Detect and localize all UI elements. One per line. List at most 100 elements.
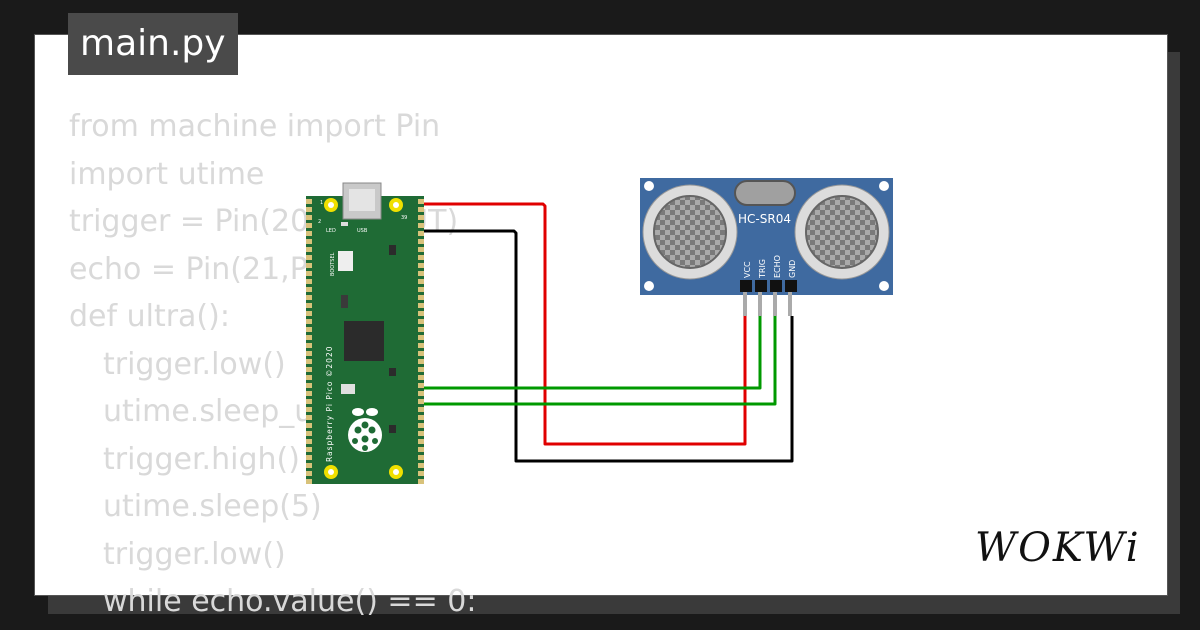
pin-label-trig: TRIG (758, 259, 767, 279)
pico-pin-pad[interactable] (418, 447, 424, 452)
pico-pin-pad[interactable] (306, 335, 312, 340)
pico-pin-pad[interactable] (306, 479, 312, 484)
pico-pin-pad[interactable] (418, 287, 424, 292)
wire-trig[interactable] (416, 316, 762, 390)
wokwi-logo[interactable]: WOKWi (975, 525, 1141, 571)
pico-pin-pad[interactable] (418, 247, 424, 252)
pico-pin-pad[interactable] (306, 359, 312, 364)
bootsel-label: BOOTSEL (330, 252, 336, 276)
pico-pin-pad[interactable] (306, 447, 312, 452)
pico-pin-pad[interactable] (418, 407, 424, 412)
header-leg (743, 292, 747, 316)
pico-pin-pad[interactable] (418, 319, 424, 324)
pico-pin-pad[interactable] (418, 463, 424, 468)
pico-pin-pad[interactable] (306, 255, 312, 260)
pico-pin-pad[interactable] (418, 391, 424, 396)
pico-pin-pad[interactable] (306, 423, 312, 428)
mount-hole (879, 181, 889, 191)
header-pin-vcc[interactable] (740, 280, 752, 292)
pico-pin-pad[interactable] (306, 263, 312, 268)
header-pin-gnd[interactable] (785, 280, 797, 292)
code-line: trigger.low() (103, 536, 286, 572)
pico-pin-pad[interactable] (306, 431, 312, 436)
header-pin-trig[interactable] (755, 280, 767, 292)
pico-pin-pad[interactable] (418, 239, 424, 244)
pico-pin-pad[interactable] (418, 455, 424, 460)
pico-pin-pad[interactable] (306, 463, 312, 468)
pico-pin-pad[interactable] (418, 215, 424, 220)
pico-pads (306, 199, 424, 484)
transducer-left-mesh (653, 195, 727, 269)
pico-pin-pad[interactable] (306, 439, 312, 444)
pico-pin-pad[interactable] (306, 391, 312, 396)
pico-pin-pad[interactable] (418, 359, 424, 364)
pico-pin-pad[interactable] (306, 327, 312, 332)
pico-pin-pad[interactable] (418, 383, 424, 388)
pico-pin-pad[interactable] (306, 207, 312, 212)
pico-pin-pad[interactable] (418, 479, 424, 484)
pico-pin-pad[interactable] (418, 343, 424, 348)
pico-pin-pad[interactable] (418, 295, 424, 300)
pico-pin-pad[interactable] (306, 375, 312, 380)
pico-pin-pad[interactable] (418, 367, 424, 372)
pico-pin-pad[interactable] (306, 343, 312, 348)
pico-pin-pad[interactable] (306, 351, 312, 356)
pico-pin-pad[interactable] (418, 471, 424, 476)
pico-pin-pad[interactable] (418, 279, 424, 284)
raspberry-seeds (352, 421, 378, 451)
pico-pin-pad[interactable] (418, 375, 424, 380)
pico-pin-pad[interactable] (306, 231, 312, 236)
pico-pin-pad[interactable] (418, 263, 424, 268)
pico-pin-pad[interactable] (306, 319, 312, 324)
pico-pin-pad[interactable] (418, 303, 424, 308)
bootsel-button[interactable] (338, 251, 353, 271)
pico-pin-pad[interactable] (418, 439, 424, 444)
wire-echo[interactable] (416, 316, 777, 406)
pico-pin-pad[interactable] (418, 335, 424, 340)
pico-pin-pad[interactable] (306, 215, 312, 220)
pico-pin-pad[interactable] (418, 255, 424, 260)
wire-gnd[interactable] (416, 229, 794, 463)
pico-pin-pad[interactable] (306, 383, 312, 388)
pico-pin-pad[interactable] (418, 223, 424, 228)
pico-pin-pad[interactable] (306, 455, 312, 460)
pico-pin-pad[interactable] (306, 199, 312, 204)
pico-pin-pad[interactable] (418, 271, 424, 276)
pico-pin-pad[interactable] (418, 351, 424, 356)
pico-pin-pad[interactable] (418, 431, 424, 436)
pico-pin-pad[interactable] (306, 471, 312, 476)
pico-pin-pad[interactable] (418, 399, 424, 404)
pico-pin-pad[interactable] (418, 231, 424, 236)
pico-pin-pad[interactable] (418, 199, 424, 204)
pico-pin-pad[interactable] (306, 311, 312, 316)
sensor-pin-labels: VCC TRIG ECHO GND (743, 255, 797, 279)
pico-pin-pad[interactable] (306, 415, 312, 420)
pico-pin-pad[interactable] (306, 247, 312, 252)
pico-pin-pad[interactable] (306, 399, 312, 404)
pico-pin-pad[interactable] (306, 271, 312, 276)
file-tab[interactable]: main.py (68, 13, 238, 75)
pin-label-echo: ECHO (773, 255, 782, 278)
pico-pin-pad[interactable] (306, 223, 312, 228)
pico-pin-pad[interactable] (418, 423, 424, 428)
pico-pin-pad[interactable] (306, 295, 312, 300)
raspberry-pi-pico[interactable]: 1 2 39 LED USB BOOTSEL Raspberry Pi Pico… (306, 182, 424, 484)
pico-pin-pad[interactable] (306, 239, 312, 244)
pico-pin-pad[interactable] (418, 415, 424, 420)
hc-sr04-sensor[interactable]: HC-SR04 VCC TRIG ECHO GND (640, 178, 893, 316)
mount-hole (879, 281, 889, 291)
pico-pin-pad[interactable] (306, 287, 312, 292)
code-line: trigger.low() (103, 346, 286, 382)
rp2040-chip (344, 321, 384, 361)
pico-pin-pad[interactable] (418, 207, 424, 212)
pico-pin-pad[interactable] (418, 327, 424, 332)
header-pin-echo[interactable] (770, 280, 782, 292)
mount-hole (328, 202, 334, 208)
pico-pin-pad[interactable] (306, 407, 312, 412)
wire-vcc[interactable] (416, 202, 747, 446)
pico-pin-pad[interactable] (306, 279, 312, 284)
pico-pin-pad[interactable] (306, 303, 312, 308)
pico-pin-pad[interactable] (306, 367, 312, 372)
pico-pin-pad[interactable] (418, 311, 424, 316)
